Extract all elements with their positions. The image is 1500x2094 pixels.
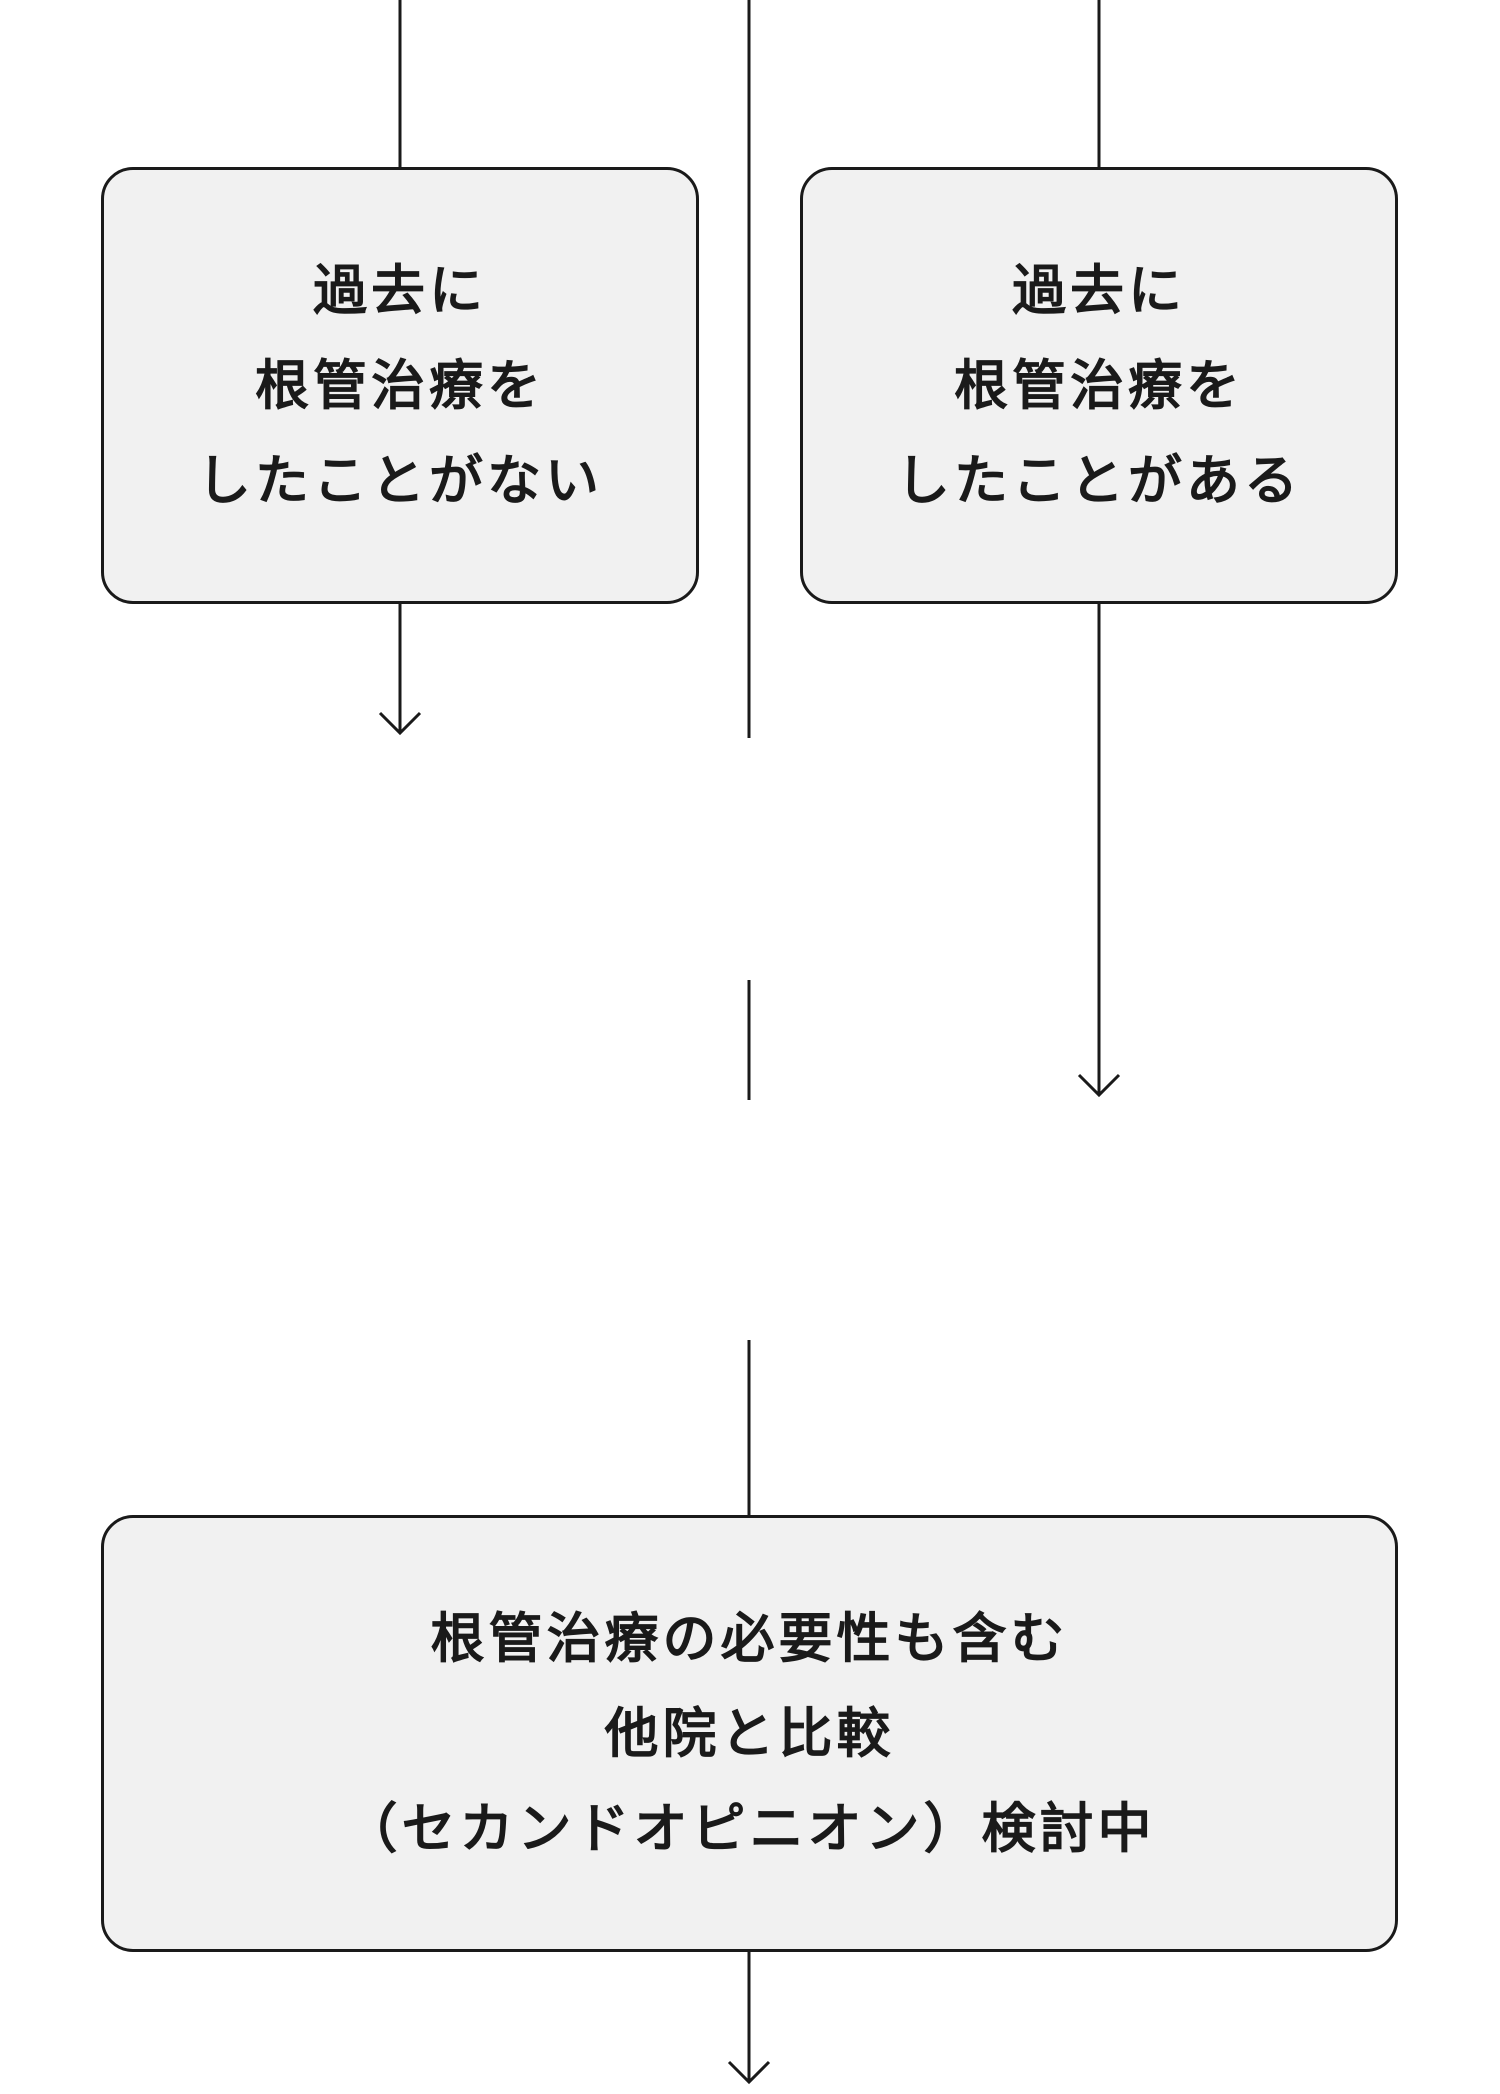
node-second-opinion: 根管治療の必要性も含む 他院と比較 （セカンドオピニオン）検討中 (101, 1515, 1398, 1952)
node-text-line: 過去に (1012, 258, 1186, 322)
node-text-line: 過去に (313, 258, 487, 322)
node-text-line: （セカンドオピニオン）検討中 (343, 1796, 1156, 1860)
node-text-line: 他院と比較 (604, 1701, 895, 1765)
right-arrowhead (1077, 1073, 1121, 1098)
node-text-line: 根管治療の必要性も含む (430, 1606, 1069, 1670)
node-prior-root-canal: 過去に 根管治療を したことがある (800, 167, 1398, 604)
left-arrowhead (378, 711, 422, 736)
node-text-line: したことがある (896, 448, 1302, 512)
bottom-arrowhead (727, 2060, 771, 2085)
node-no-prior-root-canal: 過去に 根管治療を したことがない (101, 167, 699, 604)
node-text-line: 根管治療を (954, 353, 1244, 417)
node-text-line: したことがない (197, 448, 603, 512)
node-text-line: 根管治療を (255, 353, 545, 417)
